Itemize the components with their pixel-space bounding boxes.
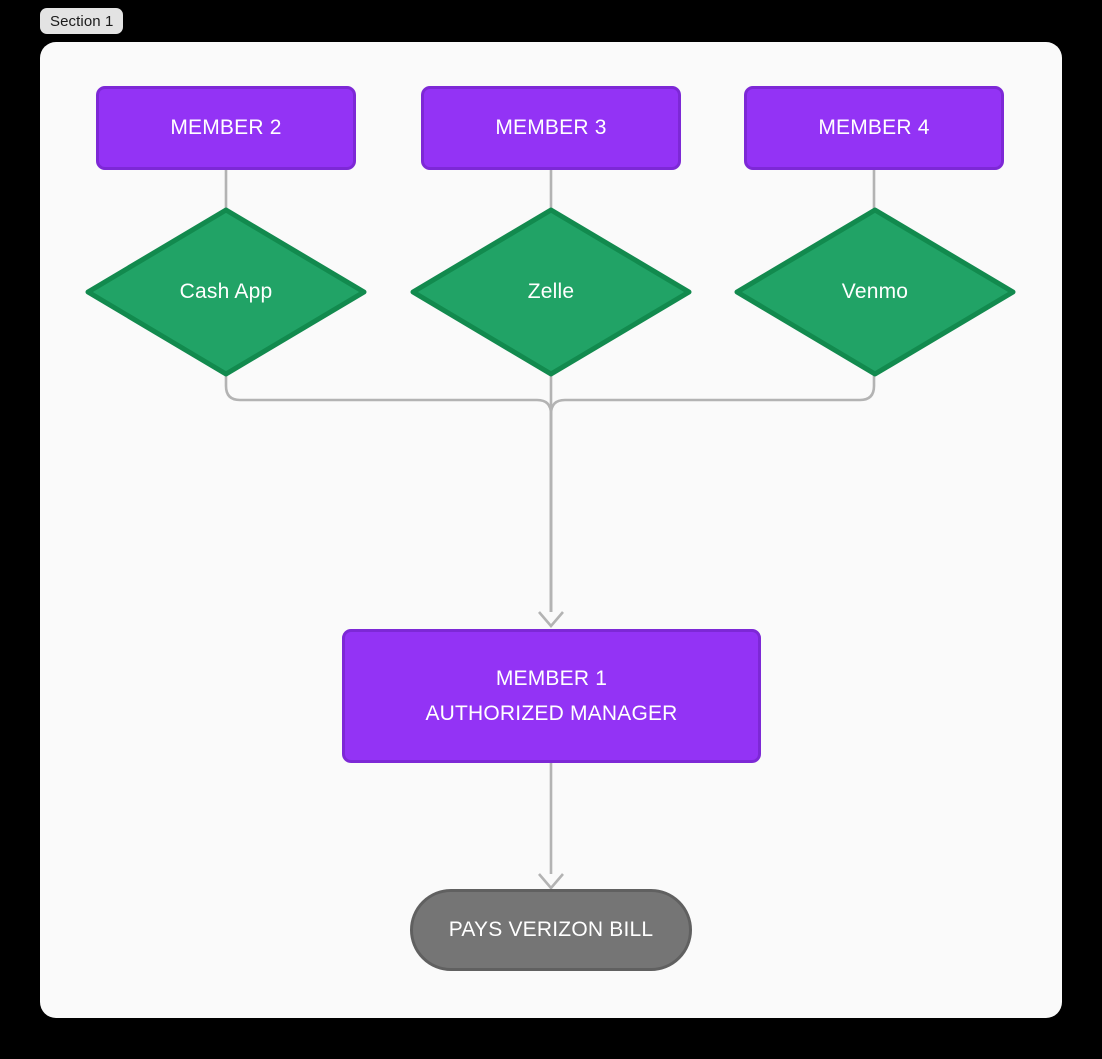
- diamond-shape-venmo: [734, 207, 1016, 377]
- node-member-1-label-line-1: MEMBER 1: [495, 666, 608, 690]
- node-member-3-label: MEMBER 3: [495, 116, 607, 140]
- node-decision-zelle-label: Zelle: [527, 280, 575, 303]
- node-decision-venmo-label: Venmo: [841, 280, 909, 303]
- node-decision-zelle[interactable]: Zelle: [410, 207, 692, 377]
- diamond-shape-zelle: [410, 207, 692, 377]
- node-decision-venmo[interactable]: Venmo: [734, 207, 1016, 377]
- node-pays-verizon-bill[interactable]: PAYS VERIZON BILL: [410, 889, 692, 971]
- node-member-1-label-line-2: AUTHORIZED MANAGER: [425, 702, 678, 725]
- node-member-2-label: MEMBER 2: [170, 116, 282, 140]
- diamond-shape-cash-app: [85, 207, 367, 377]
- node-member-1-authorized-manager[interactable]: MEMBER 1 AUTHORIZED MANAGER: [342, 629, 761, 763]
- node-member-2[interactable]: MEMBER 2: [96, 86, 356, 170]
- section-label-badge: Section 1: [40, 8, 124, 34]
- node-member-4[interactable]: MEMBER 4: [744, 86, 1004, 170]
- node-member-4-label: MEMBER 4: [818, 116, 930, 140]
- node-decision-cash-app-label: Cash App: [179, 280, 273, 303]
- node-pays-verizon-bill-label: PAYS VERIZON BILL: [448, 918, 654, 941]
- node-decision-cash-app[interactable]: Cash App: [85, 207, 367, 377]
- node-member-3[interactable]: MEMBER 3: [421, 86, 681, 170]
